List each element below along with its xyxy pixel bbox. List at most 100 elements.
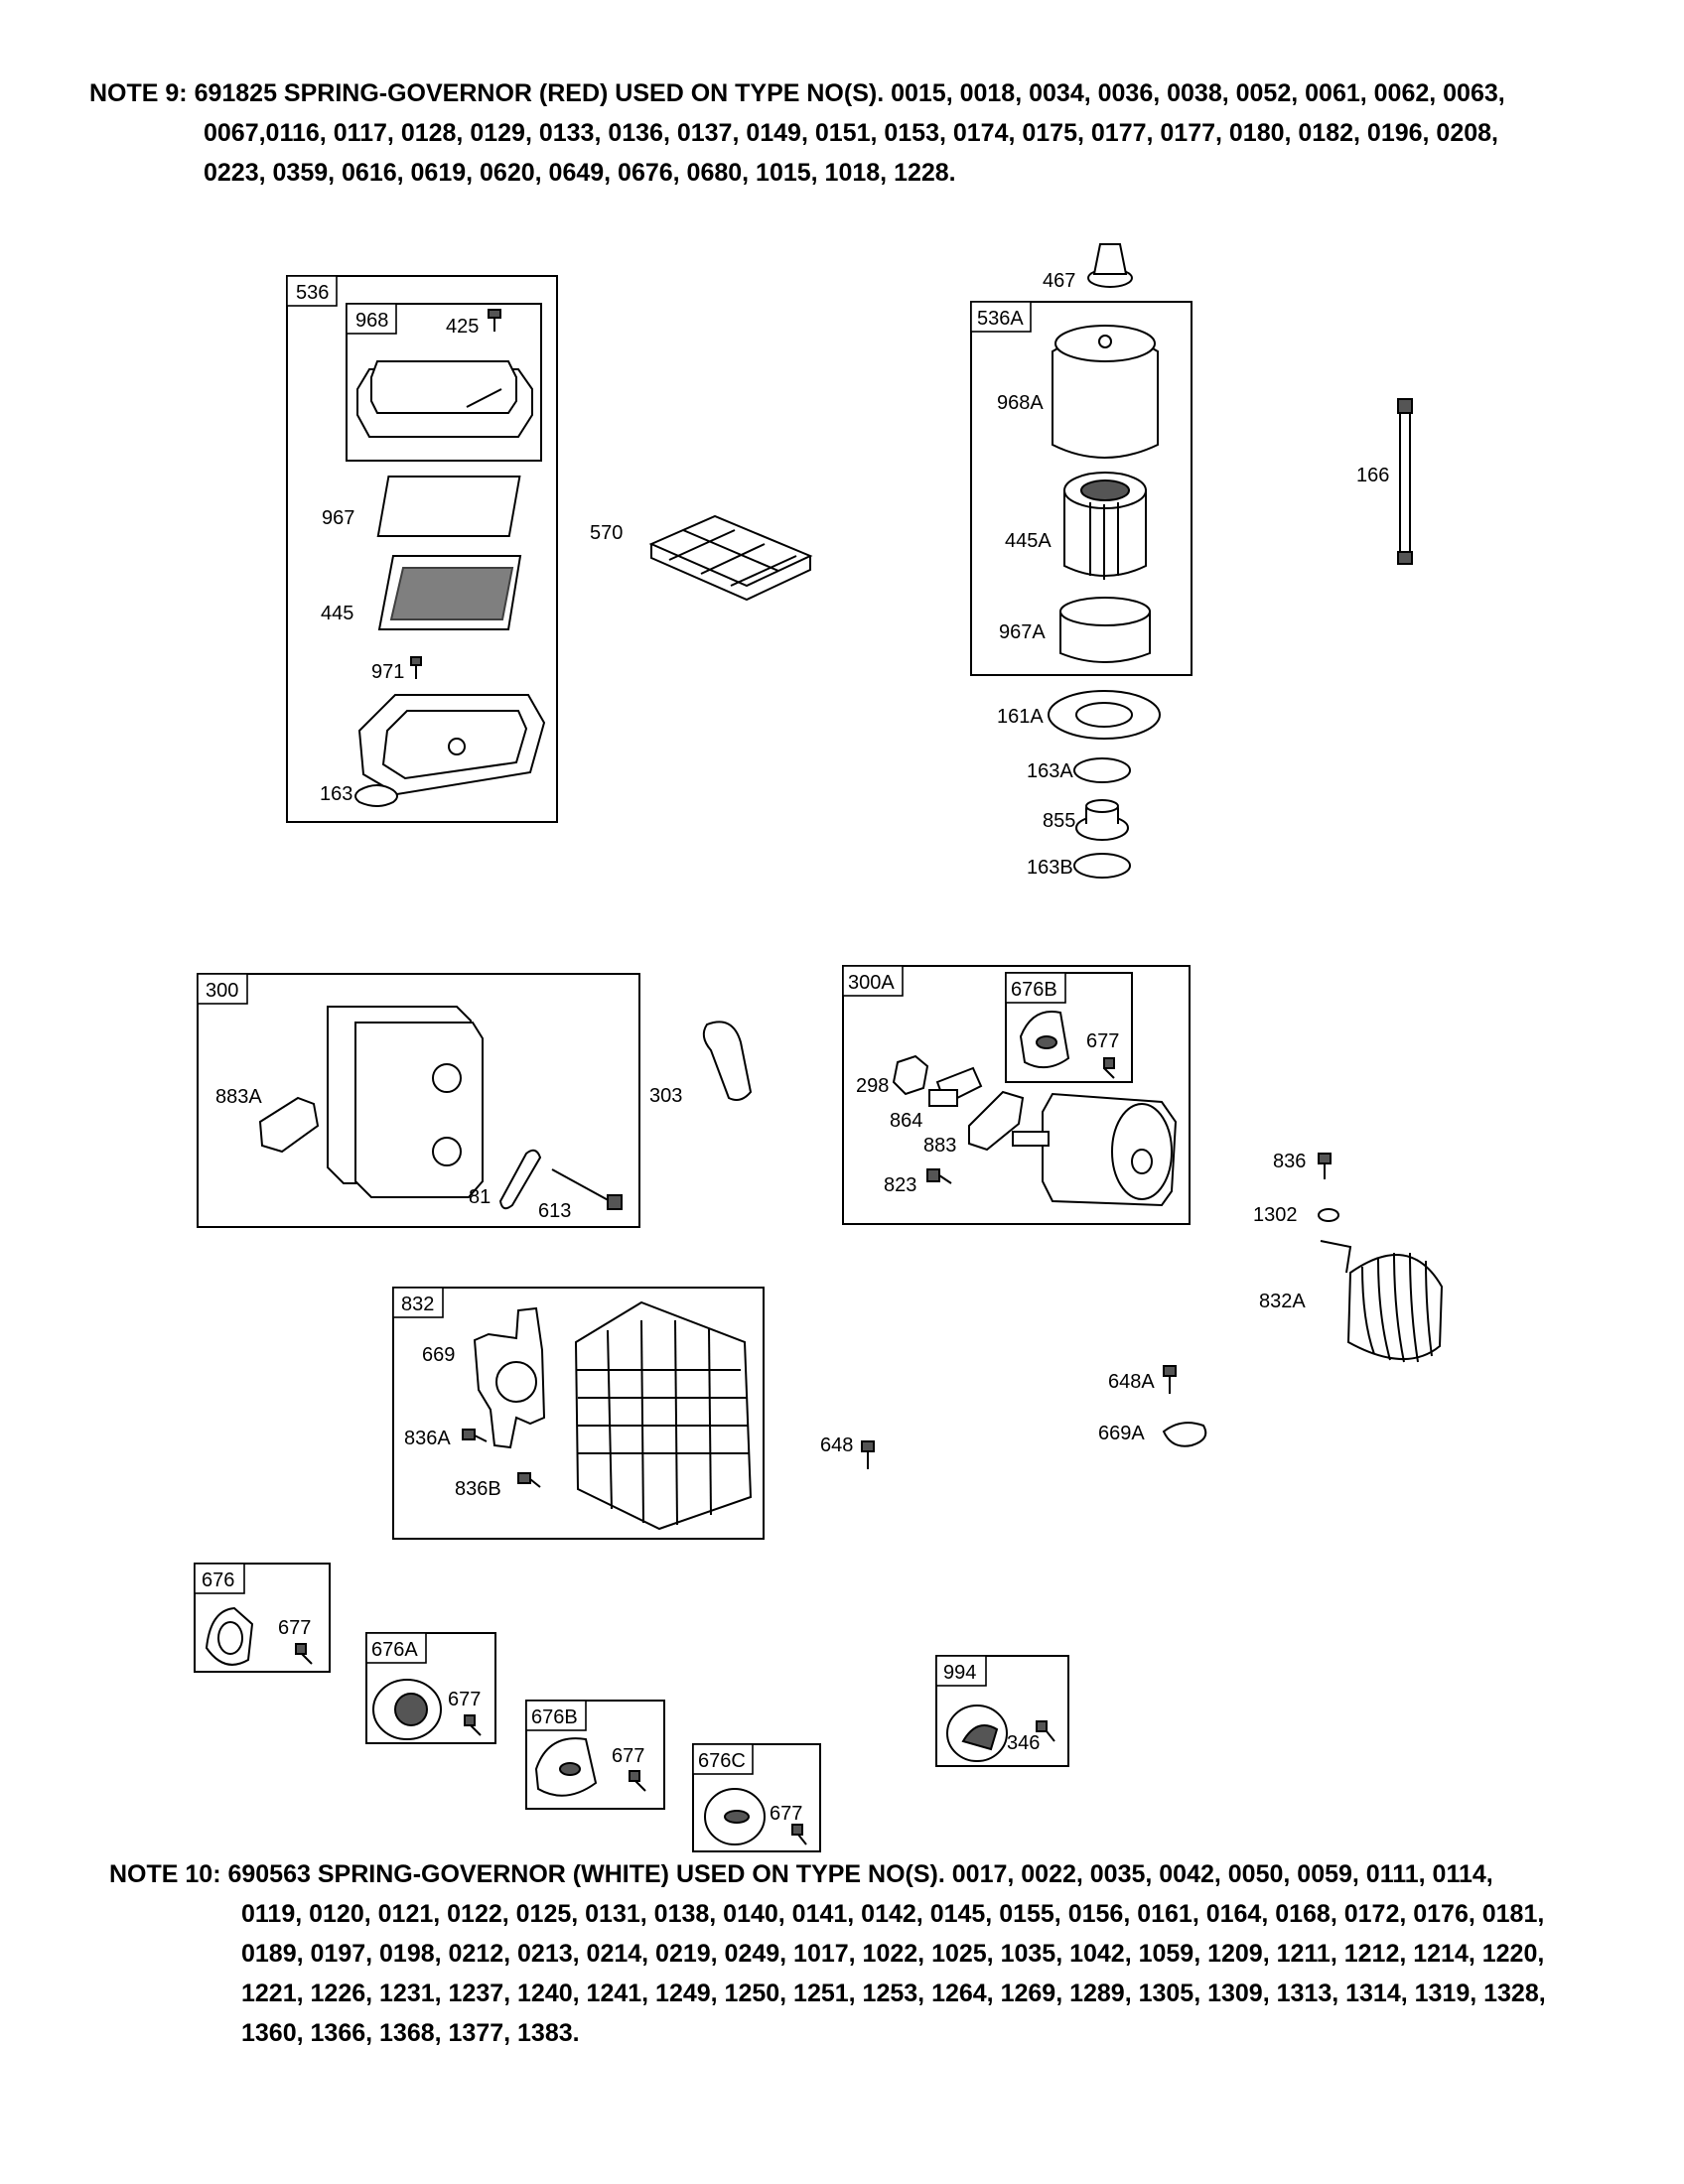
label-570: 570 xyxy=(590,522,623,544)
group-676C-frame xyxy=(692,1743,821,1852)
label-836: 836 xyxy=(1273,1151,1306,1172)
gasket-883-shape xyxy=(968,1090,1025,1152)
group-832-label: 832 xyxy=(401,1294,434,1315)
label-161A: 161A xyxy=(997,706,1044,728)
label-163: 163 xyxy=(320,783,352,805)
screw-677-676C-shape xyxy=(791,1824,807,1845)
group-536-frame xyxy=(286,275,558,823)
group-536: 536 968 425 967 445 971 xyxy=(286,275,558,823)
label-303: 303 xyxy=(649,1085,682,1107)
air-cleaner-base-shape xyxy=(357,694,546,796)
group-300A-tag xyxy=(842,965,904,997)
label-346: 346 xyxy=(1007,1732,1040,1754)
group-676A-tag xyxy=(365,1632,427,1664)
group-676B-inner-tag xyxy=(1005,972,1066,1004)
screw-836A-shape xyxy=(462,1429,488,1442)
group-536-label: 536 xyxy=(296,282,329,304)
group-536A-tag xyxy=(970,301,1032,333)
note-10-line-4: 1360, 1366, 1368, 1377, 1383. xyxy=(241,2019,580,2047)
group-968-tag xyxy=(346,303,397,335)
group-676C-tag xyxy=(692,1743,754,1775)
label-832A: 832A xyxy=(1259,1291,1306,1312)
label-836B: 836B xyxy=(455,1478,501,1500)
screw-677-676B-shape xyxy=(629,1770,646,1792)
bracket-669-shape xyxy=(473,1306,546,1449)
guard-832A-shape xyxy=(1320,1240,1444,1363)
group-676B-inner-frame xyxy=(1005,972,1133,1083)
note-10: NOTE 10: 690563 SPRING-GOVERNOR (WHITE) … xyxy=(109,1854,1658,2053)
group-676B-frame xyxy=(525,1700,665,1810)
group-994-frame xyxy=(935,1655,1069,1767)
screw-346-shape xyxy=(1036,1720,1055,1742)
label-445: 445 xyxy=(321,603,353,624)
group-994-tag xyxy=(935,1655,987,1687)
group-300A-label: 300A xyxy=(848,972,895,994)
group-300A: 300A 676B 677 298 864 883 823 xyxy=(842,965,1191,1225)
label-298: 298 xyxy=(856,1075,889,1097)
label-823: 823 xyxy=(884,1174,916,1196)
group-536A-label: 536A xyxy=(977,308,1024,330)
group-676-frame xyxy=(194,1563,331,1673)
screw-836B-shape xyxy=(517,1472,541,1488)
group-676B-tag xyxy=(525,1700,587,1731)
group-536-tag xyxy=(286,275,338,307)
group-968-frame xyxy=(346,303,542,462)
label-971: 971 xyxy=(371,661,404,683)
group-300-frame xyxy=(197,973,640,1228)
label-883: 883 xyxy=(923,1135,956,1157)
stud-613-shape xyxy=(551,1168,623,1210)
screw-823-shape xyxy=(926,1168,952,1184)
gasket-163B-shape xyxy=(1073,853,1131,879)
label-166: 166 xyxy=(1356,465,1389,486)
group-676B-label: 676B xyxy=(531,1706,578,1728)
label-836A: 836A xyxy=(404,1428,451,1449)
nut-298-shape xyxy=(892,1054,929,1096)
label-883A: 883A xyxy=(215,1086,262,1108)
group-676B: 676B 677 xyxy=(525,1700,665,1810)
guard-994-shape xyxy=(946,1705,1008,1762)
flange-864-shape xyxy=(928,1066,983,1107)
screw-836-shape xyxy=(1318,1153,1332,1179)
screw-677-676-shape xyxy=(295,1643,313,1665)
guard-832-shape xyxy=(574,1300,753,1531)
label-1302: 1302 xyxy=(1253,1204,1298,1226)
rod-166-shape xyxy=(1397,398,1413,565)
screw-677-300A-shape xyxy=(1103,1057,1115,1079)
grid-570-shape xyxy=(648,514,813,602)
filter-445-shape xyxy=(377,555,522,630)
label-669: 669 xyxy=(422,1344,455,1366)
group-676C: 676C 677 xyxy=(692,1743,821,1852)
label-445A: 445A xyxy=(1005,530,1052,552)
screw-648-shape xyxy=(861,1440,875,1469)
label-855: 855 xyxy=(1043,810,1075,832)
note-10-line-1: 0119, 0120, 0121, 0122, 0125, 0131, 0138… xyxy=(241,1900,1545,1928)
label-425: 425 xyxy=(446,316,479,338)
note-10-line-3: 1221, 1226, 1231, 1237, 1240, 1241, 1249… xyxy=(241,1979,1546,2007)
label-967: 967 xyxy=(322,507,354,529)
label-669A: 669A xyxy=(1098,1423,1145,1444)
group-676B-inner-label: 676B xyxy=(1011,979,1057,1001)
group-300A-frame xyxy=(842,965,1191,1225)
label-967A: 967A xyxy=(999,621,1046,643)
note-9-line-2: 0223, 0359, 0616, 0619, 0620, 0649, 0676… xyxy=(204,159,956,187)
group-536A-frame xyxy=(970,301,1193,676)
group-676C-label: 676C xyxy=(698,1750,746,1772)
group-676A: 676A 677 xyxy=(365,1632,496,1744)
label-677-676C: 677 xyxy=(770,1803,802,1825)
group-536A: 536A 968A 445A 967A xyxy=(970,301,1193,676)
muffler-300A-shape xyxy=(1012,1092,1178,1207)
note-10-line-2: 0189, 0197, 0198, 0212, 0213, 0214, 0219… xyxy=(241,1940,1545,1968)
bracket-669A-shape xyxy=(1162,1422,1207,1447)
group-676A-frame xyxy=(365,1632,496,1744)
group-676-tag xyxy=(194,1563,245,1594)
knob-467-shape xyxy=(1087,243,1133,288)
group-300-label: 300 xyxy=(206,980,238,1002)
elbow-855-shape xyxy=(1075,799,1129,841)
guard-676B-shape xyxy=(534,1737,598,1797)
group-676A-label: 676A xyxy=(371,1639,418,1661)
gasket-163-shape xyxy=(354,784,398,807)
label-613: 613 xyxy=(538,1200,571,1222)
screw-971-shape xyxy=(410,656,422,679)
group-994-label: 994 xyxy=(943,1662,976,1684)
screw-648A-shape xyxy=(1163,1365,1177,1394)
